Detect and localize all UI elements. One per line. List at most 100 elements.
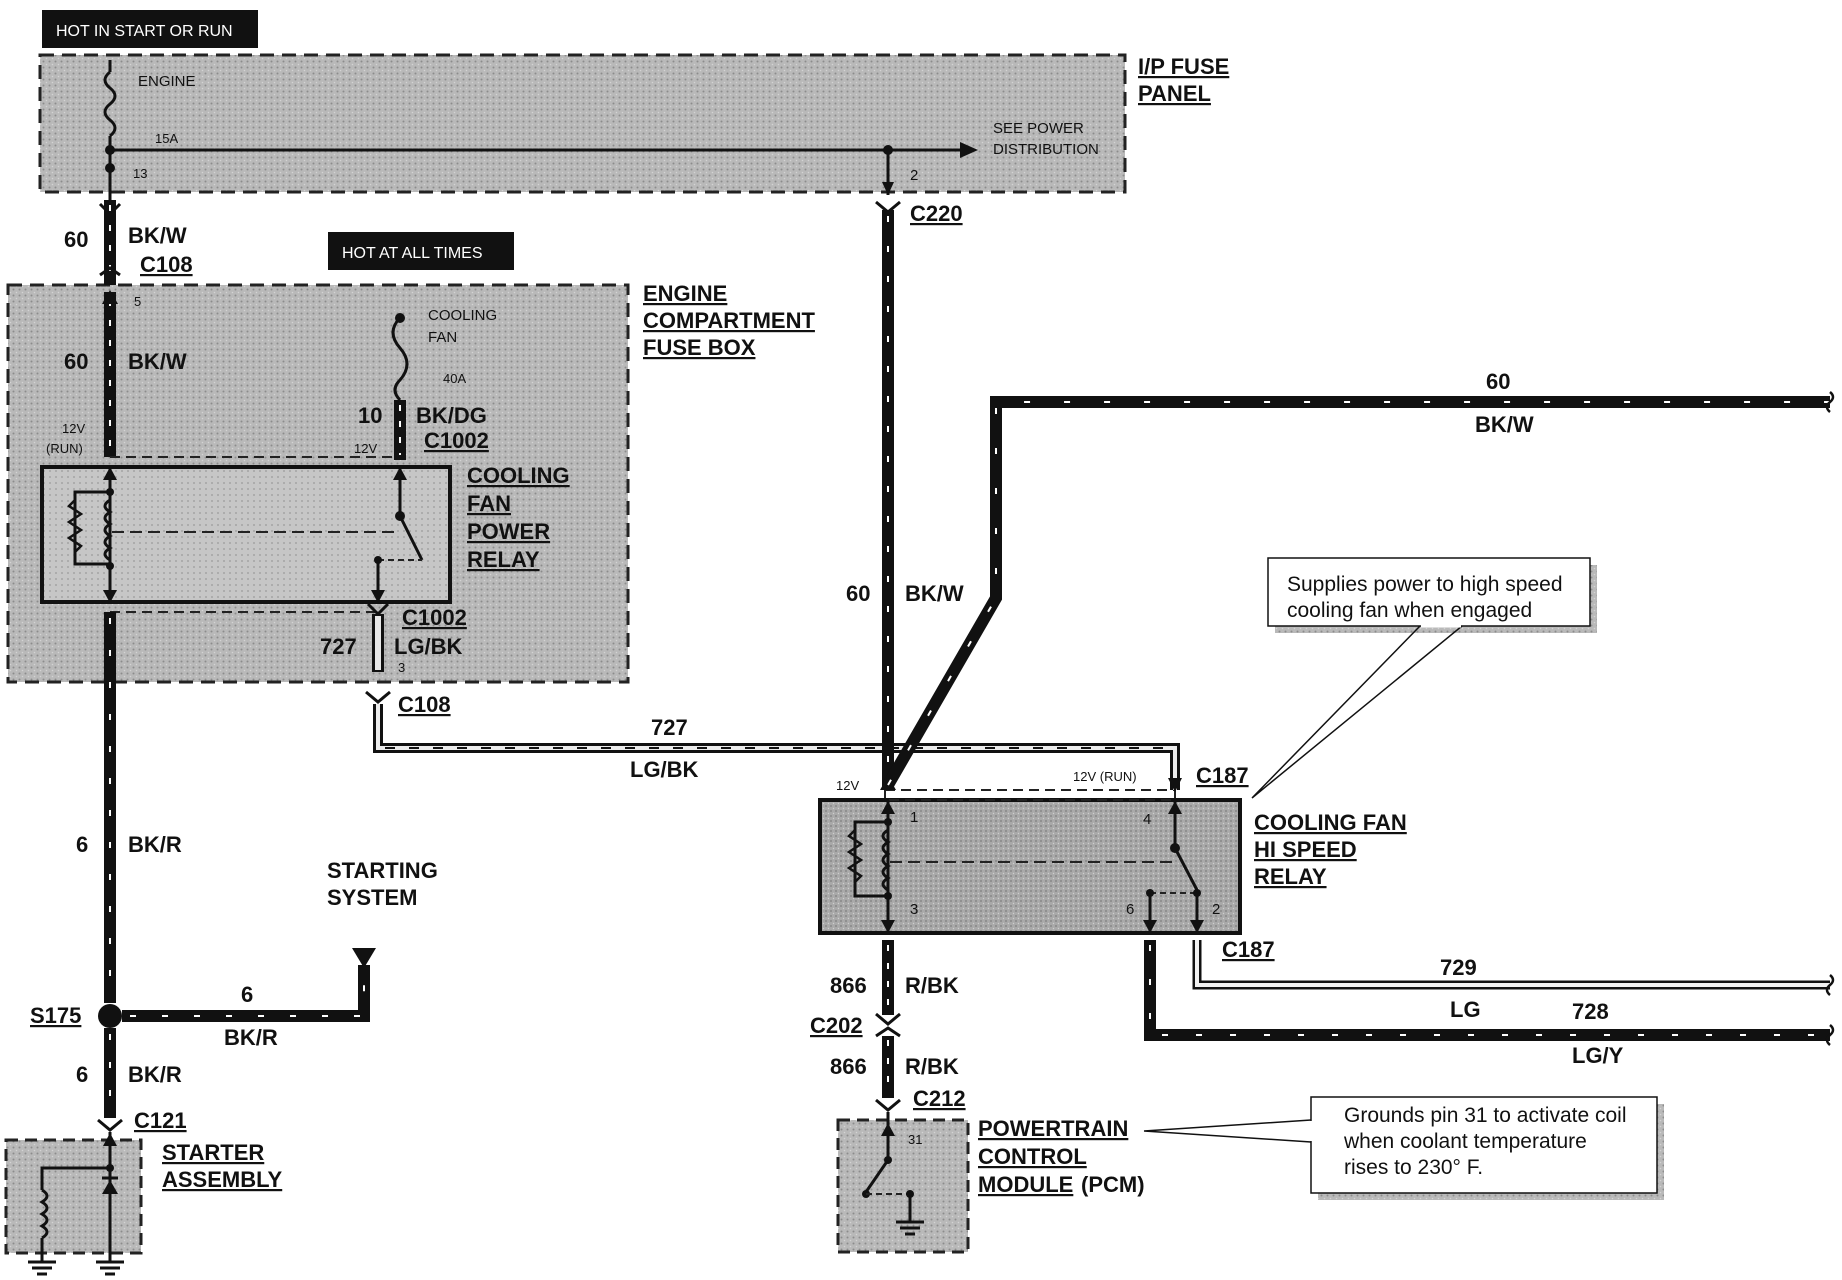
fusebox-title-2: COMPARTMENT xyxy=(643,308,815,333)
ip-fuse-panel-title-2: PANEL xyxy=(1138,81,1211,106)
power-relay-arrow-top-left xyxy=(103,467,117,480)
tag-hot-start-run: HOT IN START OR RUN xyxy=(56,23,233,40)
callout-hi-speed-line2: cooling fan when engaged xyxy=(1287,599,1532,622)
engine-fuse-number: 13 xyxy=(133,166,147,181)
pcm-pin-31: 31 xyxy=(908,1132,922,1147)
fusebox-12v-run-2: (RUN) xyxy=(46,441,83,456)
engine-fuse-symbol xyxy=(103,70,117,138)
hi-relay-pin-2: 2 xyxy=(1212,901,1220,918)
fusebox-title-3: FUSE BOX xyxy=(643,335,756,360)
pcm-title-3: MODULE xyxy=(978,1172,1073,1197)
hi-relay-pin-3: 3 xyxy=(910,901,918,918)
hi-relay-title-2: HI SPEED xyxy=(1254,837,1357,862)
power-relay-arrow-bottom-right xyxy=(371,590,385,603)
wire-728-num: 728 xyxy=(1572,999,1609,1024)
pcm-title-1: POWERTRAIN xyxy=(978,1116,1128,1141)
ip-fuse-panel-title-1: I/P FUSE xyxy=(1138,54,1229,79)
callout-hi-speed-line1: Supplies power to high speed xyxy=(1287,573,1563,596)
ip-pin2-arrow xyxy=(882,182,894,195)
hi-relay-12v: 12V xyxy=(836,778,859,793)
hi-relay-12v-run: 12V (RUN) xyxy=(1073,769,1137,784)
power-relay-node-b xyxy=(106,562,114,570)
wire-866-b-color: R/BK xyxy=(905,1054,959,1079)
hi-relay-arrow-4 xyxy=(1168,801,1182,814)
tag-hot-all-times: HOT AT ALL TIMES xyxy=(342,245,483,262)
wire-727-run-num: 727 xyxy=(651,715,688,740)
power-relay-box xyxy=(40,465,452,604)
wire-866-b-num: 866 xyxy=(830,1054,867,1079)
cooling-fan-fuse-1: COOLING xyxy=(428,307,497,324)
starter-title-1: STARTER xyxy=(162,1140,264,1165)
wire-60-right-color: BK/W xyxy=(1475,412,1534,437)
callout-pcm-line1: Grounds pin 31 to activate coil xyxy=(1344,1104,1627,1127)
pcm-title-3-suffix: (PCM) xyxy=(1081,1172,1145,1197)
wire-727-run-arrow xyxy=(1168,778,1182,792)
connector-c121-symbol xyxy=(97,1118,123,1132)
callout-pcm-line3: rises to 230° F. xyxy=(1344,1156,1483,1179)
cooling-fan-fuse-symbol xyxy=(391,316,409,402)
starter-box xyxy=(4,1138,143,1255)
starter-diode xyxy=(102,1180,118,1194)
wire-729-lg-inner xyxy=(1195,940,1830,987)
connector-c187-bottom: C187 xyxy=(1222,937,1275,962)
power-relay-title-2: FAN xyxy=(467,491,511,516)
connector-c202-symbol xyxy=(875,1012,901,1038)
callout-pcm xyxy=(1310,1096,1658,1194)
pcm-switch-blade xyxy=(864,1159,890,1193)
starter-ground-icon-2 xyxy=(96,1260,124,1276)
hi-relay-resistor xyxy=(846,829,864,883)
wire-6-branch-color: BK/R xyxy=(224,1025,278,1050)
ip-fuse-panel-box xyxy=(38,53,1127,194)
wire-727-box-num: 727 xyxy=(320,634,357,659)
power-relay-node-a xyxy=(106,488,114,496)
power-relay-coil xyxy=(103,498,113,562)
wire-729-num: 729 xyxy=(1440,955,1477,980)
callout-pcm-line2: when coolant temperature xyxy=(1343,1130,1587,1153)
hi-relay-pin-6: 6 xyxy=(1126,901,1134,918)
fusebox-12v-run-1: 12V xyxy=(62,421,85,436)
wire-6-lower-num: 6 xyxy=(76,1062,88,1087)
power-relay-coil-frame xyxy=(73,490,112,566)
connector-c108-bottom: C108 xyxy=(398,692,451,717)
starting-system-arrow xyxy=(352,948,376,968)
power-relay-arrow-bottom-left xyxy=(103,590,117,603)
wire-60-mid-color: BK/W xyxy=(905,581,964,606)
pcm-pin-arrow xyxy=(881,1123,895,1136)
wire-6-lower-color: BK/R xyxy=(128,1062,182,1087)
connector-c1002-top: C1002 xyxy=(424,428,489,453)
wire-6-left-color: BK/R xyxy=(128,832,182,857)
power-distribution-arrow xyxy=(960,142,978,158)
connector-c108-top-symbol xyxy=(98,202,122,277)
hi-relay-arrow-6 xyxy=(1143,920,1157,933)
starter-title-2: ASSEMBLY xyxy=(162,1167,283,1192)
power-relay-title-3: POWER xyxy=(467,519,550,544)
tag-hot-all-times-bg xyxy=(328,232,514,270)
wire-60-box-color: BK/W xyxy=(128,349,187,374)
hi-relay-coil-frame xyxy=(853,820,890,898)
hi-relay-arrow-3 xyxy=(881,920,895,933)
power-relay-switch-blade xyxy=(398,515,424,561)
fusebox-pin-3: 3 xyxy=(398,660,405,675)
hi-speed-relay-dashed-top xyxy=(884,789,1176,801)
starter-coil xyxy=(39,1188,49,1240)
wire-60-mid-num: 60 xyxy=(846,581,870,606)
fusebox-pin5-arrow xyxy=(102,290,118,304)
pcm-title-2: CONTROL xyxy=(978,1144,1087,1169)
wire-6-left-num: 6 xyxy=(76,832,88,857)
see-power-1: SEE POWER xyxy=(993,120,1084,137)
power-relay-title-4: RELAY xyxy=(467,547,540,572)
hi-relay-switch-blade xyxy=(1173,847,1199,891)
cooling-fan-fuse-rating: 40A xyxy=(443,371,466,386)
wire-6-branch-num: 6 xyxy=(241,982,253,1007)
fusebox-pin-5: 5 xyxy=(134,294,141,309)
wire-728-lgy xyxy=(1144,940,1830,1041)
callout-hi-speed xyxy=(1267,557,1591,627)
connector-c220: C220 xyxy=(910,201,963,226)
wire-866-a-num: 866 xyxy=(830,973,867,998)
wire-60-bkw-right xyxy=(882,396,1830,789)
splice-s175-label: S175 xyxy=(30,1003,81,1028)
see-power-2: DISTRIBUTION xyxy=(993,141,1099,158)
wire-6-bkr-branch-stripe xyxy=(130,968,365,1017)
engine-fuse-label: ENGINE xyxy=(138,73,196,90)
connector-c202: C202 xyxy=(810,1013,863,1038)
